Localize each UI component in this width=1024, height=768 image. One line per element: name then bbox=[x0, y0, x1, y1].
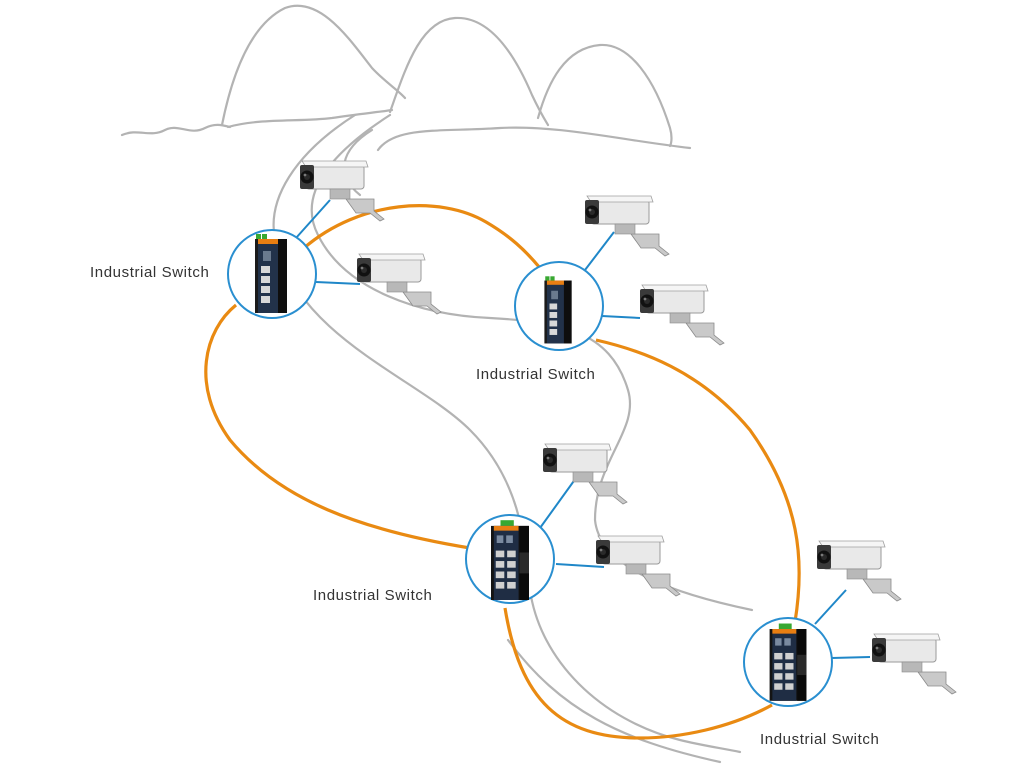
switch-label-3: Industrial Switch bbox=[313, 587, 433, 604]
switch-nodes bbox=[227, 229, 833, 707]
link-sw2-cam1 bbox=[584, 231, 615, 271]
industrial-switch-8port-icon bbox=[769, 623, 807, 701]
switch-label-1: Industrial Switch bbox=[90, 264, 210, 281]
industrial-switch-4port-icon bbox=[255, 234, 287, 313]
link-sw2-cam2 bbox=[601, 315, 641, 319]
link-sw4-cam2 bbox=[831, 656, 871, 659]
ring-link-2-4 bbox=[595, 338, 801, 623]
link-sw3-cam1 bbox=[539, 477, 577, 529]
link-sw1-cam2 bbox=[315, 281, 361, 285]
ring-link-1-2 bbox=[302, 204, 542, 270]
switch-label-4: Industrial Switch bbox=[760, 731, 880, 748]
security-camera-icon bbox=[584, 195, 670, 257]
ring-link-4-3 bbox=[503, 607, 773, 740]
security-camera-icon bbox=[871, 633, 957, 695]
switch-node-2[interactable] bbox=[514, 261, 604, 351]
camera-links bbox=[295, 199, 871, 659]
switch-node-1[interactable] bbox=[227, 229, 317, 319]
switch-label-2: Industrial Switch bbox=[476, 366, 596, 383]
ring-link-3-1 bbox=[204, 303, 471, 550]
roads-sketch bbox=[272, 113, 754, 764]
cameras bbox=[299, 160, 957, 695]
industrial-switch-4port-icon bbox=[544, 276, 572, 344]
background-sketch bbox=[120, 4, 754, 764]
security-camera-icon bbox=[595, 535, 681, 597]
switch-node-3[interactable] bbox=[465, 514, 555, 604]
security-camera-icon bbox=[816, 540, 902, 602]
link-sw4-cam1 bbox=[814, 589, 847, 625]
link-sw3-cam2 bbox=[555, 563, 605, 568]
security-camera-icon bbox=[639, 284, 725, 346]
link-sw1-cam1 bbox=[295, 199, 331, 239]
redundant-ring bbox=[204, 204, 801, 740]
industrial-switch-8port-icon bbox=[491, 520, 529, 600]
mountains-sketch bbox=[120, 4, 692, 152]
switch-node-4[interactable] bbox=[743, 617, 833, 707]
security-camera-icon bbox=[356, 253, 442, 315]
